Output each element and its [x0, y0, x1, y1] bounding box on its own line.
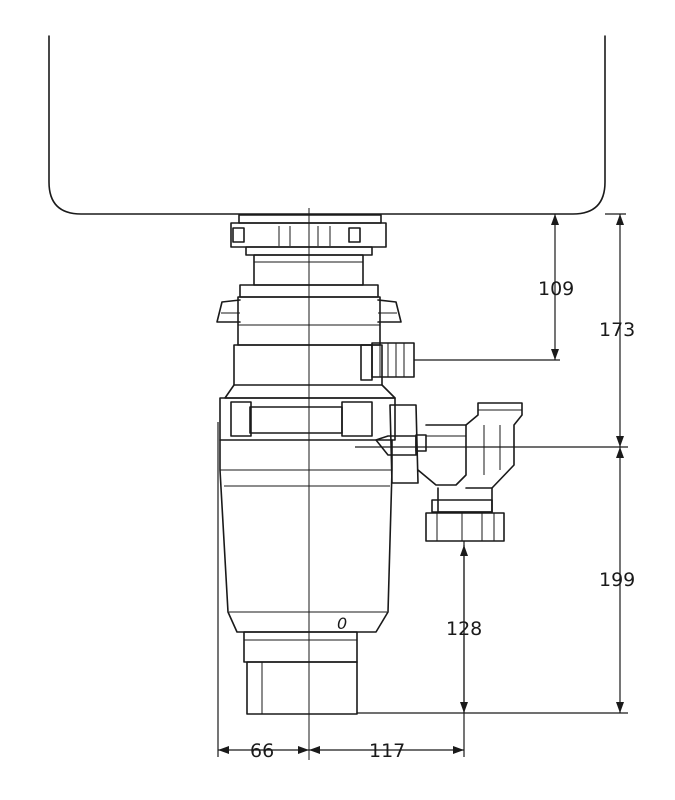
- switch-mark: 0: [337, 614, 347, 633]
- dimension-117: 117: [309, 740, 464, 762]
- svg-text:173: 173: [599, 319, 635, 341]
- svg-text:66: 66: [250, 740, 274, 762]
- dimension-109: 109: [538, 214, 574, 360]
- svg-text:117: 117: [369, 740, 405, 762]
- sink-bowl: [48, 35, 606, 215]
- grinding-chamber-band: [219, 397, 396, 441]
- svg-text:128: 128: [446, 618, 482, 640]
- dishwasher-inlet-nipple: [371, 342, 415, 378]
- bottom-cap: [243, 631, 358, 715]
- dimension-173: 173: [599, 214, 635, 447]
- upper-body: [233, 344, 383, 386]
- svg-text:199: 199: [599, 569, 635, 591]
- discharge-elbow: [417, 402, 523, 513]
- svg-text:109: 109: [538, 278, 574, 300]
- dimension-128: 128: [446, 545, 482, 713]
- motor-housing: [219, 439, 393, 633]
- transition-collar: [224, 384, 396, 399]
- dimension-66: 66: [218, 740, 309, 762]
- dimension-199: 199: [599, 447, 635, 713]
- drain-nut: [425, 512, 505, 542]
